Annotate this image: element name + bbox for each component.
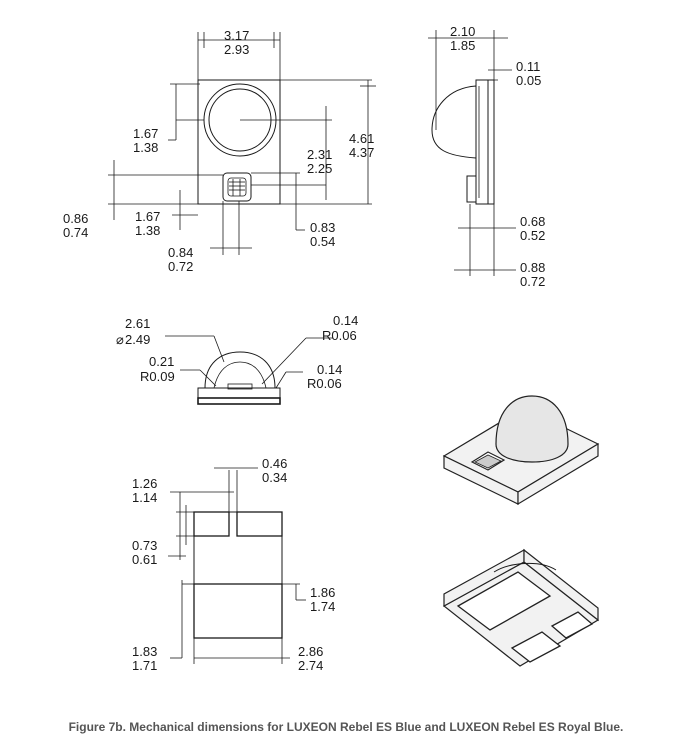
lens-radius-right-min: R0.06: [307, 376, 342, 391]
bottom-length-max: 1.83: [132, 644, 157, 659]
bottom-view: 0.46 0.34 1.26 1.14 0.73 0.61 1.86 1.74 …: [132, 456, 335, 673]
top-pad-bottom-max: 0.86: [63, 211, 88, 226]
bottom-pad-top-min: 1.14: [132, 490, 157, 505]
side-view-body: [475, 79, 489, 205]
side-lens-edge-max: 0.68: [520, 214, 545, 229]
iso-thermal-pad: [456, 571, 552, 631]
lens-diameter-symbol: ⌀: [116, 332, 124, 347]
side-bottom-max: 0.88: [520, 260, 545, 275]
side-view-esd: [466, 175, 477, 203]
side-bottom-min: 0.72: [520, 274, 545, 289]
top-pad-left-max: 1.67: [135, 209, 160, 224]
top-pad-size-max: 0.83: [310, 220, 335, 235]
top-dome-pad-min: 2.25: [307, 161, 332, 176]
top-pad-bottom-min: 0.74: [63, 225, 88, 240]
top-height-min: 4.37: [349, 145, 374, 160]
bottom-large-pad-max: 1.86: [310, 585, 335, 600]
iso-dome: [495, 395, 569, 463]
side-view: 2.10 1.85 0.11 0.05 0.68 0.52 0.88 0.72: [428, 24, 545, 289]
lens-radius-left-max: 0.21: [149, 354, 174, 369]
lens-diameter-min: 2.49: [125, 332, 150, 347]
bottom-width-max: 2.86: [298, 644, 323, 659]
bottom-large-pad-min: 1.74: [310, 599, 335, 614]
top-dome-offset-min: 1.38: [133, 140, 158, 155]
lens-radius-left-min: R0.09: [140, 369, 175, 384]
top-pad-width-min: 0.72: [168, 259, 193, 274]
lens-view-base: [197, 387, 281, 399]
top-view-esd-pad: [222, 172, 252, 202]
lens-radius-top-max: 0.14: [333, 313, 358, 328]
top-pad-size-min: 0.54: [310, 234, 335, 249]
lens-radius-right-max: 0.14: [317, 362, 342, 377]
bottom-width-min: 2.74: [298, 658, 323, 673]
bottom-gap-max: 0.46: [262, 456, 287, 471]
top-width-max: 3.17: [224, 28, 249, 43]
bottom-length-min: 1.71: [132, 658, 157, 673]
top-pad-width-max: 0.84: [168, 245, 193, 260]
bottom-gap-min: 0.34: [262, 470, 287, 485]
lens-radius-top-min: R0.06: [322, 328, 357, 343]
side-lens-edge-min: 0.52: [520, 228, 545, 243]
figure-caption: Figure 7b. Mechanical dimensions for LUX…: [68, 720, 624, 734]
iso-view-bottom: [442, 548, 600, 667]
lens-diameter-max: 2.61: [125, 316, 150, 331]
bottom-view-thermal-pad: [193, 583, 283, 639]
side-substrate-min: 0.05: [516, 73, 541, 88]
top-dome-pad-max: 2.31: [307, 147, 332, 162]
side-view-dome: [431, 85, 477, 159]
lens-view-dome: [204, 351, 276, 389]
top-width-min: 2.93: [224, 42, 249, 57]
iso-view-top: [442, 395, 600, 506]
bottom-view-pad-left: [193, 511, 230, 537]
top-height-max: 4.61: [349, 131, 374, 146]
side-depth-min: 1.85: [450, 38, 475, 53]
top-dome-offset-max: 1.67: [133, 126, 158, 141]
bottom-pad-height-max: 0.73: [132, 538, 157, 553]
side-substrate-max: 0.11: [516, 59, 540, 74]
bottom-pad-height-min: 0.61: [132, 552, 157, 567]
bottom-pad-top-max: 1.26: [132, 476, 157, 491]
top-view: 3.17 2.93 1.67 1.38 2.31 2.25 4.61 4.37 …: [63, 28, 376, 274]
lens-view: 2.61 ⌀ 2.49 0.14 R0.06 0.21 R0.09 0.14 R…: [116, 313, 358, 405]
side-depth-max: 2.10: [450, 24, 475, 39]
bottom-view-pad-right: [236, 511, 283, 537]
top-pad-left-min: 1.38: [135, 223, 160, 238]
